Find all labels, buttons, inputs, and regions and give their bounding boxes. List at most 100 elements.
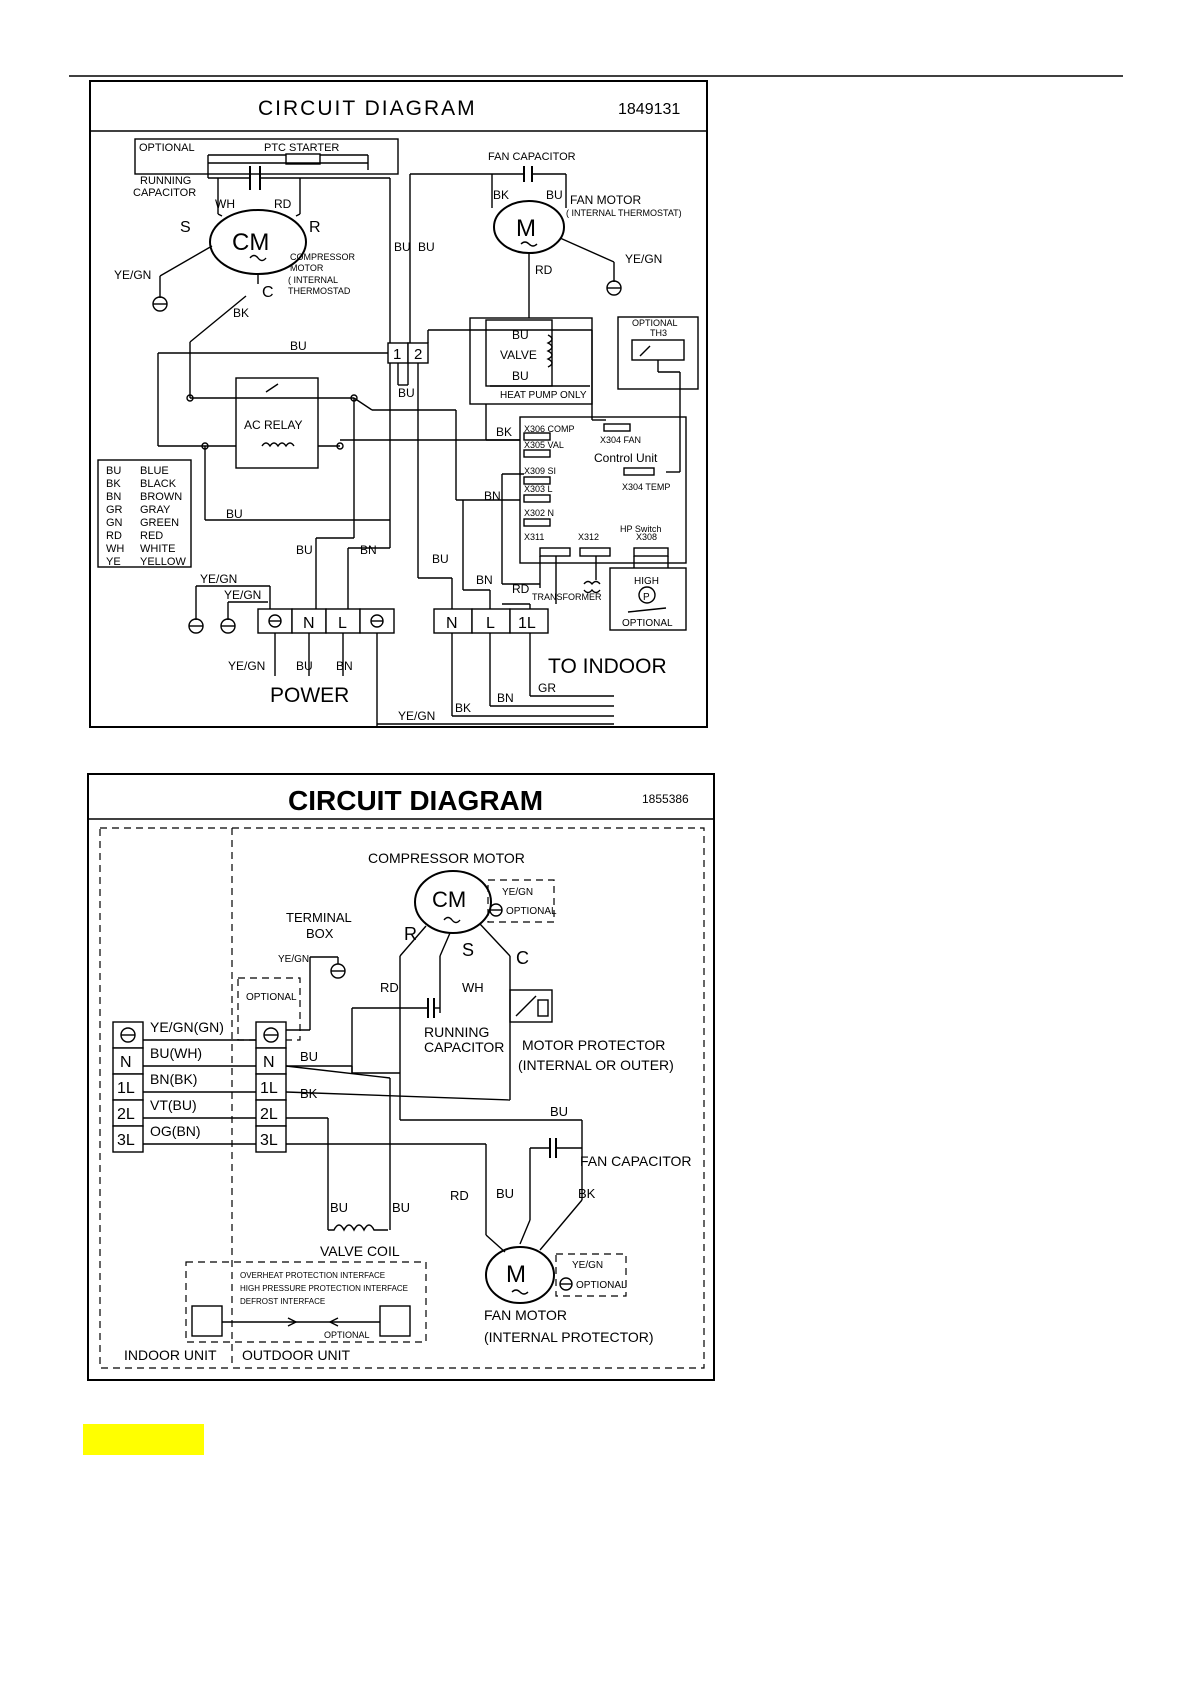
motor-protector-box [509,989,553,1023]
r-terminal-label: R [309,219,321,236]
outdoor-n-label: N [263,1054,275,1071]
indoor-1l-label-2: 1L [117,1080,135,1097]
terminal-optional-box [237,977,301,1041]
ptc-resistor [285,153,321,165]
compressor-motor-label: COMPRESSOR MOTOR [368,850,525,866]
comp-motor-text-4: THERMOSTAD [288,286,351,296]
indoor-1l-terminal [509,608,549,634]
outdoor-1l-label: 1L [260,1080,278,1097]
fan-motor-symbol-2 [485,1246,555,1304]
outdoor-n-terminal [255,1047,287,1075]
rd-label-fan: RD [535,263,553,277]
compressor-optional-box [487,879,555,923]
ptc-starter-label: PTC STARTER [264,142,339,154]
comp-yegn-label: YE/GN [502,887,533,898]
bu-label-g: BU [432,552,449,566]
cm-label-2: CM [432,887,466,912]
highlight-marker [83,1424,204,1455]
s-label-2: S [462,940,474,960]
comp-motor-text-3: ( INTERNAL [288,275,338,285]
running-capacitor-label-2a: RUNNING [424,1024,489,1040]
th3-optional-label: OPTIONAL [632,318,678,328]
circuit-diagram-1: CIRCUIT DIAGRAM 1849131 OPTIONAL PTC STA… [89,80,708,728]
valve-bu-2: BU [512,369,529,383]
th3-thermistor [631,339,685,361]
indoor-wire-label-bu: VT(BU) [150,1097,197,1113]
valve-bu-b: BU [392,1200,410,1215]
ac-relay-box [235,377,319,469]
interface-label-3: DEFROST INTERFACE [240,1297,325,1306]
x312-label: X312 [578,532,599,542]
bk-label-valve: BK [496,425,512,439]
power-label: POWER [270,684,349,707]
x304-fan-label: X304 FAN [600,435,641,445]
circuit-diagram-2: CIRCUIT DIAGRAM 1855386 COMPRESSOR MOTOR… [87,773,715,1381]
interface-outdoor-block [379,1305,411,1337]
control-unit-box [519,416,687,564]
heat-pump-only-label: HEAT PUMP ONLY [500,390,587,401]
indoor-3l-label: 3L [117,1132,135,1149]
legend-code: BN [106,491,121,503]
x302-label: X302 N [524,508,554,518]
indoor-n-terminal [433,608,473,634]
indoor-3l-terminal [112,1125,144,1153]
terminal-2-label: 2 [414,346,422,363]
comp-optional-label: OPTIONAL [506,906,557,917]
indoor-l-label: L [486,615,495,632]
yegn-label-g2: YE/GN [224,588,261,602]
indoor-1l-label: 1L [518,615,536,632]
legend-name: BROWN [140,491,182,503]
legend-code: RD [106,530,122,542]
transformer-label: TRANSFORMER [532,592,602,602]
legend-name: BLACK [140,478,177,490]
interface-label-2: HIGH PRESSURE PROTECTION INTERFACE [240,1284,408,1293]
interface-optional-box [185,1261,427,1343]
fan-motor-m-label: M [516,215,536,242]
diagram2-title: CIRCUIT DIAGRAM [288,785,543,816]
wh-label: WH [215,197,235,211]
legend-name: BLUE [140,465,169,477]
ac-relay-label: AC RELAY [244,418,302,432]
bn-label-c: BN [476,573,493,587]
pressure-p-label: P [643,592,650,603]
diagram2-frame [87,773,715,1381]
high-pressure-box [609,567,687,631]
bu-label-fan-2: BU [550,1104,568,1119]
x311-label: X311 [524,532,544,542]
terminal-box-label-2: BOX [306,926,334,941]
bu-label-b: BU [418,240,435,254]
valve-coil-label: VALVE COIL [320,1243,400,1259]
indoor-n-label: N [446,615,458,632]
fan-yegn-label: YE/GN [572,1260,603,1271]
to-indoor-label: TO INDOOR [548,655,667,678]
outdoor-1l-terminal [255,1073,287,1101]
bk-label-1: BK [233,306,249,320]
compressor-motor-symbol-2 [414,870,492,934]
r-label-2: R [404,924,417,944]
legend-code: WH [106,543,124,555]
fan-motor-label-2a: FAN MOTOR [484,1307,567,1323]
bu-label-c: BU [290,339,307,353]
diagram1-code: 1849131 [618,101,680,118]
pressure-switch-icon [638,586,656,604]
x309-label: X309 SI [524,466,556,476]
fan-optional-label: OPTIONAL [576,1280,627,1291]
x304-temp-label: X304 TEMP [622,482,670,492]
hp-switch-label: HP Switch [620,524,661,534]
interface-indoor-block [191,1305,223,1337]
gr-label: GR [538,681,556,695]
indoor-wire-label-bn: OG(BN) [150,1123,201,1139]
indoor-1l-terminal-2 [112,1073,144,1101]
comp-motor-text-2: MOTOR [290,263,324,273]
fan-motor-label-2b: (INTERNAL PROTECTOR) [484,1329,654,1345]
valve-coil-symbol [546,334,553,368]
control-unit-label: Control Unit [594,451,658,465]
indoor-n-label-2: N [120,1054,132,1071]
running-capacitor-label-2: CAPACITOR [133,187,196,199]
terminal-yegn-label: YE/GN [278,954,309,965]
bu-label-f: BU [296,543,313,557]
optional-ptc-box [134,138,399,175]
running-capacitor-label-2b: CAPACITOR [424,1039,504,1055]
terminal-optional-label: OPTIONAL [246,992,297,1003]
legend-code: GN [106,517,123,529]
